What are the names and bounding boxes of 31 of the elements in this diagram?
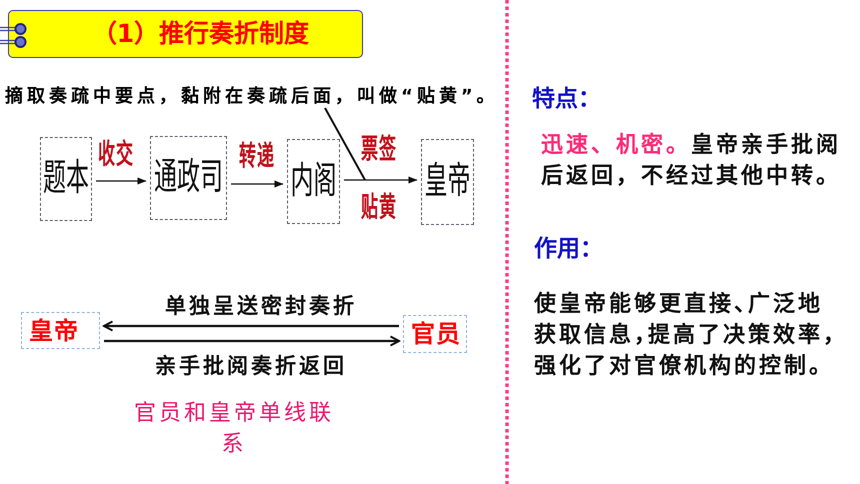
step-name: 题本 xyxy=(43,160,89,198)
edge-label: 亲手批阅奏折返回 xyxy=(155,354,347,378)
arrow xyxy=(104,336,400,346)
step-name: 内阁 xyxy=(290,162,336,201)
step-frame xyxy=(421,139,474,225)
section-heading: 特点： xyxy=(532,85,601,113)
note-text: 摘取奏疏中要点，黏附在奏疏后面，叫做“贴黄”。 xyxy=(5,86,499,108)
arrow xyxy=(231,180,284,188)
title: （1）推行奏折制度 xyxy=(92,19,310,49)
arrow-label: 贴黄 xyxy=(361,194,397,222)
paragraph: 使皇帝能够更直接、广泛地获取信息，提高了决策效率，强化了对官僚机构的控制。 xyxy=(534,290,838,381)
arrow xyxy=(344,176,418,184)
step-frame xyxy=(40,137,92,221)
step-frame xyxy=(287,139,340,224)
arrow xyxy=(103,320,399,332)
actor-frame xyxy=(403,315,467,353)
edge-label: 单独呈送密封奏折 xyxy=(165,294,357,318)
step-frame xyxy=(150,136,227,220)
edge-label: 转递 xyxy=(239,142,275,172)
edge-label: 收交 xyxy=(98,140,134,170)
actor-name: 皇帝 xyxy=(29,316,79,344)
step-name: 皇帝 xyxy=(424,162,470,202)
step-name: 通政司 xyxy=(154,158,223,198)
caption: 官员和皇帝单线联系 xyxy=(133,400,335,459)
paragraph: 迅速、机密。皇帝亲手批阅后返回，不经过其他中转。 xyxy=(541,132,842,191)
section-heading: 作用： xyxy=(534,235,603,263)
leader-line xyxy=(324,108,366,180)
arrow xyxy=(96,178,146,184)
actor-frame xyxy=(21,312,100,349)
edge-label: 票签 xyxy=(361,136,397,164)
actor-name: 官员 xyxy=(411,320,461,348)
